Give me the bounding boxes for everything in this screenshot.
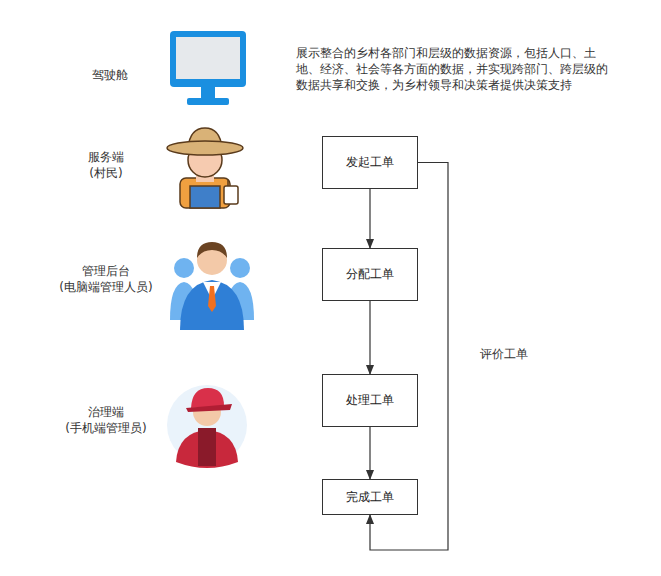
- icon-caption: 服务端 (村民): [88, 149, 124, 181]
- flow-arrow: [369, 301, 370, 374]
- process-box: 处理工单: [322, 374, 418, 427]
- box-text: 完成工单: [346, 489, 394, 506]
- flow-arrow: [369, 189, 370, 248]
- description-text: 展示整合的乡村各部门和层级的数据资源，包括人口、土地、经济、社会等各方面的数据，…: [296, 45, 618, 93]
- edge-label: 评价工单: [478, 346, 530, 363]
- farmer-icon: [167, 128, 243, 208]
- icon-caption: 管理后台 (电脑端管理人员): [59, 263, 152, 295]
- worker-icon: [167, 385, 247, 468]
- manager-icon: [170, 242, 254, 330]
- box-text: 处理工单: [346, 392, 394, 409]
- icon-caption: 治理端 (手机端管理员): [65, 404, 146, 436]
- process-box: 完成工单: [322, 479, 418, 515]
- process-box: 分配工单: [322, 248, 418, 301]
- monitor-icon: [170, 31, 246, 105]
- icon-caption: 驾驶舱: [92, 67, 128, 83]
- process-box: 发起工单: [322, 136, 418, 189]
- box-text: 发起工单: [346, 154, 394, 171]
- box-text: 分配工单: [346, 266, 394, 283]
- flow-arrow: [369, 427, 370, 479]
